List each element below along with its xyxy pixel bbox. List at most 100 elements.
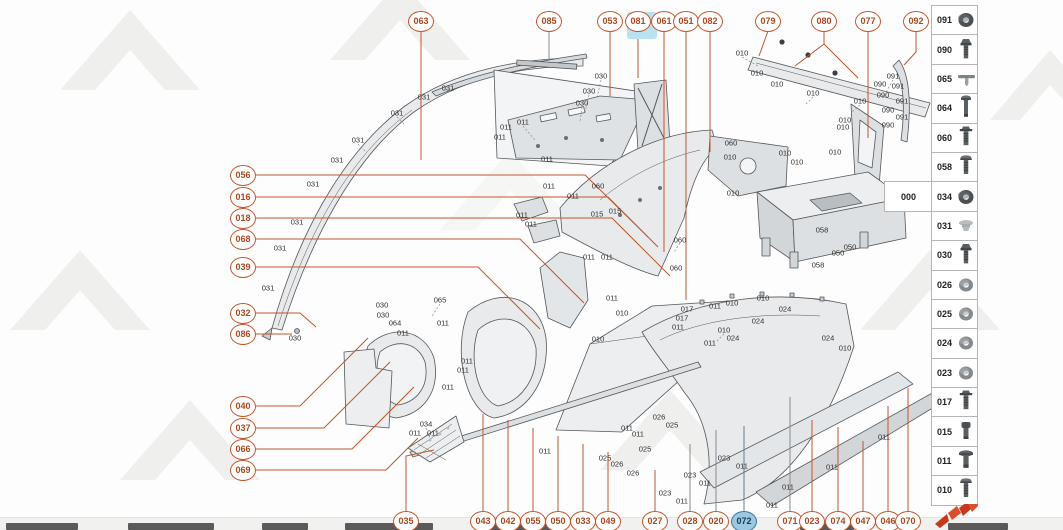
callout-056[interactable]: 056 bbox=[230, 164, 256, 186]
legend-extra-box[interactable]: 000 bbox=[884, 181, 933, 212]
part-label-030: 030 bbox=[288, 333, 302, 343]
legend-row-010[interactable]: 010 bbox=[931, 476, 978, 506]
prev-page-arrow-icon[interactable] bbox=[933, 499, 978, 530]
callout-023[interactable]: 023 bbox=[799, 510, 825, 530]
part-label-024: 024 bbox=[821, 333, 835, 343]
callout-027[interactable]: 027 bbox=[642, 510, 668, 530]
part-label-011: 011 bbox=[766, 500, 778, 510]
callout-086[interactable]: 086 bbox=[230, 323, 256, 345]
part-label-010: 010 bbox=[615, 308, 629, 318]
callout-069[interactable]: 069 bbox=[230, 459, 256, 481]
legend-row-034[interactable]: 034 bbox=[931, 182, 978, 212]
legend-number: 011 bbox=[937, 456, 952, 467]
callout-039[interactable]: 039 bbox=[230, 256, 256, 278]
part-label-023: 023 bbox=[683, 470, 697, 480]
part-label-064: 064 bbox=[388, 318, 402, 328]
callout-079[interactable]: 079 bbox=[755, 10, 781, 32]
clipped-text-fragment bbox=[128, 523, 214, 530]
legend-row-060[interactable]: 060 bbox=[931, 123, 978, 153]
part-mesh-corner bbox=[407, 415, 465, 463]
legend-row-065[interactable]: 065 bbox=[931, 64, 978, 95]
part-fender-panel bbox=[641, 291, 855, 505]
legend-row-023[interactable]: 023 bbox=[931, 358, 978, 389]
legend-row-011[interactable]: 011 bbox=[931, 446, 978, 477]
legend-row-091[interactable]: 091 bbox=[931, 5, 978, 36]
part-label-065: 065 bbox=[433, 295, 447, 305]
callout-028[interactable]: 028 bbox=[677, 510, 703, 530]
callout-082[interactable]: 082 bbox=[697, 10, 723, 32]
callout-050[interactable]: 050 bbox=[545, 510, 571, 530]
part-label-011: 011 bbox=[676, 496, 688, 506]
part-label-026: 026 bbox=[626, 468, 640, 478]
part-label-011: 011 bbox=[427, 428, 439, 438]
part-label-030: 030 bbox=[375, 300, 389, 310]
part-label-011: 011 bbox=[409, 428, 421, 438]
callout-037[interactable]: 037 bbox=[230, 417, 256, 439]
washer-fastener-icon bbox=[957, 331, 975, 355]
callout-063[interactable]: 063 bbox=[408, 10, 434, 32]
legend-row-058[interactable]: 058 bbox=[931, 152, 978, 183]
callout-055[interactable]: 055 bbox=[520, 510, 546, 530]
tclip-fastener-icon bbox=[957, 67, 975, 91]
legend-number: 023 bbox=[937, 367, 953, 378]
part-l-bracket bbox=[343, 348, 393, 429]
part-label-091: 091 bbox=[891, 81, 905, 91]
legend-number: 091 bbox=[937, 15, 953, 26]
callout-032[interactable]: 032 bbox=[230, 302, 256, 324]
part-label-011: 011 bbox=[601, 252, 613, 262]
leader-lines bbox=[256, 30, 917, 511]
clipped-text-fragment bbox=[345, 523, 433, 530]
callout-033[interactable]: 033 bbox=[570, 510, 596, 530]
callout-077[interactable]: 077 bbox=[855, 10, 881, 32]
part-label-011: 011 bbox=[878, 432, 890, 442]
part-label-030: 030 bbox=[582, 86, 596, 96]
legend-row-026[interactable]: 026 bbox=[931, 270, 978, 300]
callout-051[interactable]: 051 bbox=[673, 10, 699, 32]
part-label-010: 010 bbox=[735, 48, 749, 58]
part-label-031: 031 bbox=[390, 108, 404, 118]
part-label-010: 010 bbox=[838, 115, 852, 125]
callout-074[interactable]: 074 bbox=[825, 510, 851, 530]
part-label-050: 050 bbox=[831, 248, 845, 258]
legend-row-064[interactable]: 064 bbox=[931, 94, 978, 124]
part-label-011: 011 bbox=[567, 191, 579, 201]
callout-053[interactable]: 053 bbox=[597, 10, 623, 32]
part-label-011: 011 bbox=[525, 219, 537, 229]
callout-020[interactable]: 020 bbox=[703, 510, 729, 530]
legend-row-025[interactable]: 025 bbox=[931, 299, 978, 330]
legend-row-031[interactable]: 031 bbox=[931, 211, 978, 242]
part-label-010: 010 bbox=[750, 68, 764, 78]
part-label-011: 011 bbox=[457, 365, 469, 375]
callout-043[interactable]: 043 bbox=[470, 510, 496, 530]
part-cowl-bracket bbox=[707, 135, 789, 197]
callout-047[interactable]: 047 bbox=[850, 510, 876, 530]
legend-extra-box-label: 000 bbox=[900, 191, 917, 202]
callout-080[interactable]: 080 bbox=[811, 10, 837, 32]
legend-row-030[interactable]: 030 bbox=[931, 241, 978, 271]
callout-040[interactable]: 040 bbox=[230, 395, 256, 417]
legend-number: 090 bbox=[937, 44, 953, 55]
legend-row-024[interactable]: 024 bbox=[931, 329, 978, 359]
legend-row-017[interactable]: 017 bbox=[931, 388, 978, 418]
part-label-026: 026 bbox=[652, 412, 666, 422]
callout-072[interactable]: 072 bbox=[731, 510, 757, 530]
callout-035[interactable]: 035 bbox=[393, 510, 419, 530]
part-label-011: 011 bbox=[606, 293, 618, 303]
callout-081[interactable]: 081 bbox=[625, 10, 651, 32]
clipped-text-fragment bbox=[6, 523, 78, 530]
callout-085[interactable]: 085 bbox=[536, 10, 562, 32]
callout-016[interactable]: 016 bbox=[230, 186, 256, 208]
callout-042[interactable]: 042 bbox=[495, 510, 521, 530]
callout-061[interactable]: 061 bbox=[651, 10, 677, 32]
callout-070[interactable]: 070 bbox=[895, 510, 921, 530]
part-label-091: 091 bbox=[886, 71, 900, 81]
callout-018[interactable]: 018 bbox=[230, 207, 256, 229]
callout-049[interactable]: 049 bbox=[595, 510, 621, 530]
part-label-011: 011 bbox=[516, 210, 528, 220]
part-label-011: 011 bbox=[517, 117, 529, 127]
callout-092[interactable]: 092 bbox=[903, 10, 929, 32]
callout-066[interactable]: 066 bbox=[230, 438, 256, 460]
legend-row-090[interactable]: 090 bbox=[931, 35, 978, 65]
callout-068[interactable]: 068 bbox=[230, 228, 256, 250]
legend-row-015[interactable]: 015 bbox=[931, 417, 978, 447]
